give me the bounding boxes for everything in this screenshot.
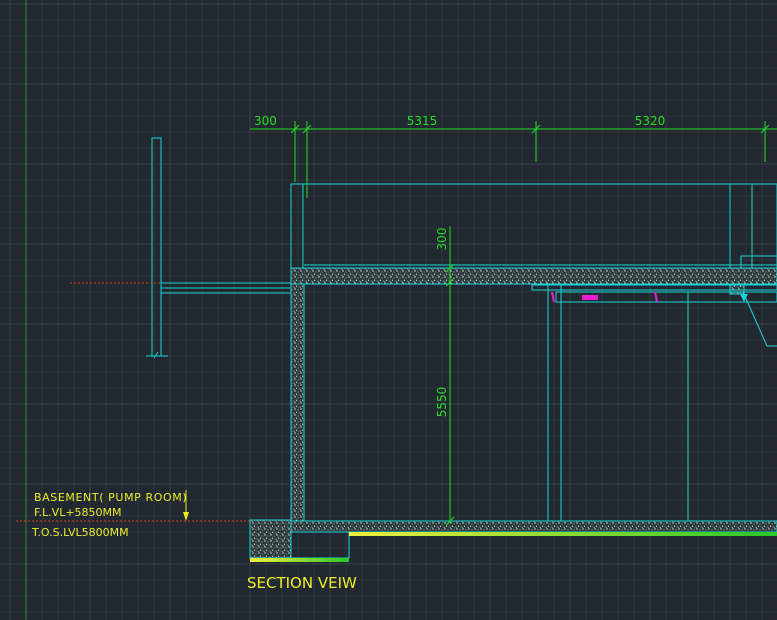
section-view-title: SECTION VEIW <box>247 574 357 592</box>
dimension-300-slab: 300 <box>435 228 449 251</box>
dimension-5315: 5315 <box>407 114 438 128</box>
dimension-300-top: 300 <box>254 114 277 128</box>
valve-arrow-icon <box>740 294 748 302</box>
left-wall-element <box>146 137 291 359</box>
top-dimension-chain <box>250 121 777 198</box>
interior-structure <box>304 264 777 521</box>
beam-end-right <box>729 283 745 295</box>
vertical-dimension-chain <box>445 226 455 526</box>
footing-finish-bar <box>250 558 349 562</box>
level-arrow-icon <box>183 490 189 521</box>
level-label-floor: F.L.VL+5850MM <box>34 506 122 519</box>
dimension-5320: 5320 <box>635 114 666 128</box>
roof-slab <box>290 267 777 285</box>
level-label-basement: BASEMENT( PUMP ROOM) <box>34 491 187 504</box>
floor-slab <box>290 520 777 533</box>
dimension-5550: 5550 <box>435 387 449 418</box>
footing <box>249 519 292 559</box>
upper-structure <box>290 183 777 269</box>
floor-finish-bar <box>349 532 777 536</box>
footing-step <box>290 531 350 559</box>
level-label-tos: T.O.S.LVL5800MM <box>31 526 129 539</box>
pipe-markers <box>551 291 658 303</box>
left-wall <box>290 283 305 523</box>
